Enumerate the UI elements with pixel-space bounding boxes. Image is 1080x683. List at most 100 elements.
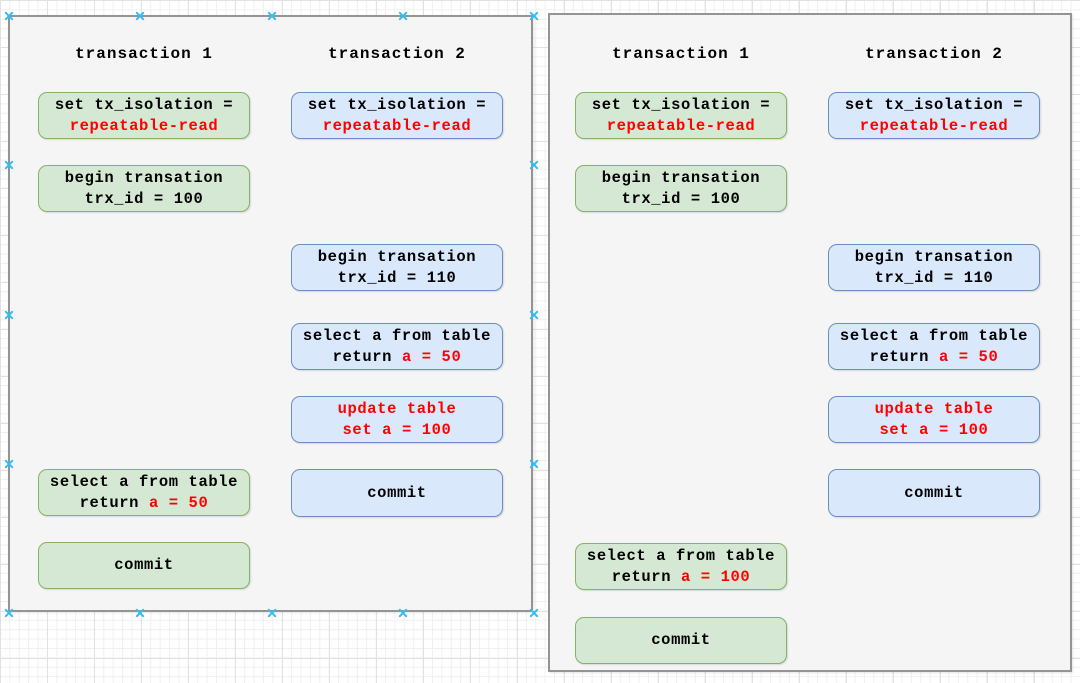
node-text-line: trx_id = 100 bbox=[85, 189, 204, 210]
node-text: commit bbox=[651, 631, 711, 649]
node-text: begin transation bbox=[854, 247, 1014, 266]
node-text: return bbox=[79, 493, 149, 512]
node-text-line: select a from table bbox=[303, 326, 491, 347]
node-text-line: set tx_isolation = bbox=[308, 95, 486, 116]
selection-handle-icon[interactable] bbox=[398, 11, 407, 21]
node-text-line: update table bbox=[338, 399, 457, 420]
column-header-right-transaction-2[interactable]: transaction 2 bbox=[865, 45, 1003, 63]
selection-handle-icon[interactable] bbox=[267, 11, 276, 21]
node-text: set tx_isolation = bbox=[591, 95, 771, 114]
highlighted-value-text: set a = 100 bbox=[342, 420, 452, 439]
node-text-line: commit bbox=[651, 630, 710, 651]
node-left-t2-select-a-50[interactable]: select a from table return a = 50 bbox=[291, 323, 503, 370]
node-text: set tx_isolation = bbox=[54, 95, 234, 114]
selection-handle-icon[interactable] bbox=[267, 608, 276, 618]
node-text: return bbox=[332, 347, 402, 366]
highlighted-value-text: a = 50 bbox=[148, 493, 209, 512]
highlighted-value-text: repeatable-read bbox=[859, 116, 1009, 135]
node-text-line: commit bbox=[904, 483, 963, 504]
node-text-line: begin transation bbox=[65, 168, 223, 189]
node-text-line: repeatable-read bbox=[323, 116, 472, 137]
node-left-t2-commit[interactable]: commit bbox=[291, 469, 503, 517]
node-right-t2-begin-trx-110[interactable]: begin transation trx_id = 110 bbox=[828, 244, 1040, 291]
highlighted-value-text: repeatable-read bbox=[606, 116, 756, 135]
node-text-line: trx_id = 110 bbox=[338, 268, 457, 289]
node-text-line: set tx_isolation = bbox=[592, 95, 770, 116]
selection-handle-icon[interactable] bbox=[529, 459, 539, 468]
highlighted-value-text: a = 50 bbox=[938, 347, 999, 366]
highlighted-value-text: repeatable-read bbox=[322, 116, 472, 135]
node-text: begin transation bbox=[601, 168, 761, 187]
column-header-left-transaction-1[interactable]: transaction 1 bbox=[75, 45, 213, 63]
selection-handle-icon[interactable] bbox=[4, 310, 14, 319]
node-left-t2-update-a-100[interactable]: update table set a = 100 bbox=[291, 396, 503, 443]
node-text-line: commit bbox=[367, 483, 426, 504]
node-right-t2-commit[interactable]: commit bbox=[828, 469, 1040, 517]
panel-group-left[interactable]: transaction 1 transaction 2 set tx_isolati… bbox=[4, 11, 539, 618]
panel-group-right[interactable]: transaction 1 transaction 2 set tx_isolati… bbox=[548, 13, 1072, 672]
selection-handle-icon[interactable] bbox=[529, 608, 539, 618]
selection-handle-icon[interactable] bbox=[529, 11, 539, 21]
highlighted-value-text: a = 100 bbox=[681, 567, 751, 586]
node-text: select a from table bbox=[49, 472, 239, 491]
highlighted-value-text: repeatable-read bbox=[69, 116, 219, 135]
node-text: return bbox=[869, 347, 939, 366]
node-right-t2-set-isolation[interactable]: set tx_isolation = repeatable-read bbox=[828, 92, 1040, 139]
column-header-right-transaction-1[interactable]: transaction 1 bbox=[612, 45, 750, 63]
node-text: begin transation bbox=[317, 247, 477, 266]
highlighted-value-text: update table bbox=[874, 399, 994, 418]
selection-handle-icon[interactable] bbox=[4, 11, 14, 21]
node-right-t1-begin-trx-100[interactable]: begin transation trx_id = 100 bbox=[575, 165, 787, 212]
node-right-t2-select-a-50[interactable]: select a from table return a = 50 bbox=[828, 323, 1040, 370]
highlighted-value-text: a = 50 bbox=[401, 347, 462, 366]
highlighted-value-text: update table bbox=[337, 399, 457, 418]
selection-handle-icon[interactable] bbox=[529, 310, 539, 319]
node-text: commit bbox=[114, 556, 174, 574]
node-left-t1-set-isolation[interactable]: set tx_isolation = repeatable-read bbox=[38, 92, 250, 139]
node-right-t1-set-isolation[interactable]: set tx_isolation = repeatable-read bbox=[575, 92, 787, 139]
node-text-line: set a = 100 bbox=[343, 420, 452, 441]
node-text: trx_id = 110 bbox=[337, 268, 457, 287]
node-left-t2-begin-trx-110[interactable]: begin transation trx_id = 110 bbox=[291, 244, 503, 291]
selection-handle-icon[interactable] bbox=[136, 608, 145, 618]
node-text-line: update table bbox=[875, 399, 994, 420]
node-text: trx_id = 100 bbox=[621, 189, 741, 208]
node-text: set tx_isolation = bbox=[844, 95, 1024, 114]
node-text-line: set tx_isolation = bbox=[845, 95, 1023, 116]
selection-handle-icon[interactable] bbox=[136, 11, 145, 21]
node-text-line: return a = 100 bbox=[612, 567, 751, 588]
node-text-line: begin transation bbox=[318, 247, 476, 268]
selection-handle-icon[interactable] bbox=[4, 161, 14, 170]
highlighted-value-text: set a = 100 bbox=[879, 420, 989, 439]
node-text: return bbox=[611, 567, 681, 586]
node-text: trx_id = 110 bbox=[874, 268, 994, 287]
node-left-t2-set-isolation[interactable]: set tx_isolation = repeatable-read bbox=[291, 92, 503, 139]
node-text: commit bbox=[367, 483, 427, 502]
node-text-line: repeatable-read bbox=[860, 116, 1009, 137]
node-right-t1-select-a-100[interactable]: select a from table return a = 100 bbox=[575, 543, 787, 590]
node-left-t1-commit[interactable]: commit bbox=[38, 542, 250, 589]
node-right-t2-update-a-100[interactable]: update table set a = 100 bbox=[828, 396, 1040, 443]
node-left-t1-select-a-50[interactable]: select a from table return a = 50 bbox=[38, 469, 250, 516]
node-text-line: select a from table bbox=[840, 326, 1028, 347]
node-text-line: select a from table bbox=[50, 472, 238, 493]
node-text-line: repeatable-read bbox=[70, 116, 219, 137]
column-header-left-transaction-2[interactable]: transaction 2 bbox=[328, 45, 466, 63]
selection-handle-icon[interactable] bbox=[4, 459, 14, 468]
selection-handle-icon[interactable] bbox=[398, 608, 407, 618]
selection-handle-icon[interactable] bbox=[529, 161, 539, 170]
node-text-line: commit bbox=[114, 555, 173, 576]
node-text: trx_id = 100 bbox=[84, 189, 204, 208]
node-text: select a from table bbox=[302, 326, 492, 345]
node-right-t1-commit[interactable]: commit bbox=[575, 617, 787, 664]
node-text-line: repeatable-read bbox=[607, 116, 756, 137]
node-text-line: begin transation bbox=[602, 168, 760, 189]
node-text: select a from table bbox=[586, 546, 776, 565]
node-text: set tx_isolation = bbox=[307, 95, 487, 114]
node-text: select a from table bbox=[839, 326, 1029, 345]
node-text-line: return a = 50 bbox=[870, 347, 999, 368]
selection-handle-icon[interactable] bbox=[4, 608, 14, 618]
node-text-line: return a = 50 bbox=[333, 347, 462, 368]
